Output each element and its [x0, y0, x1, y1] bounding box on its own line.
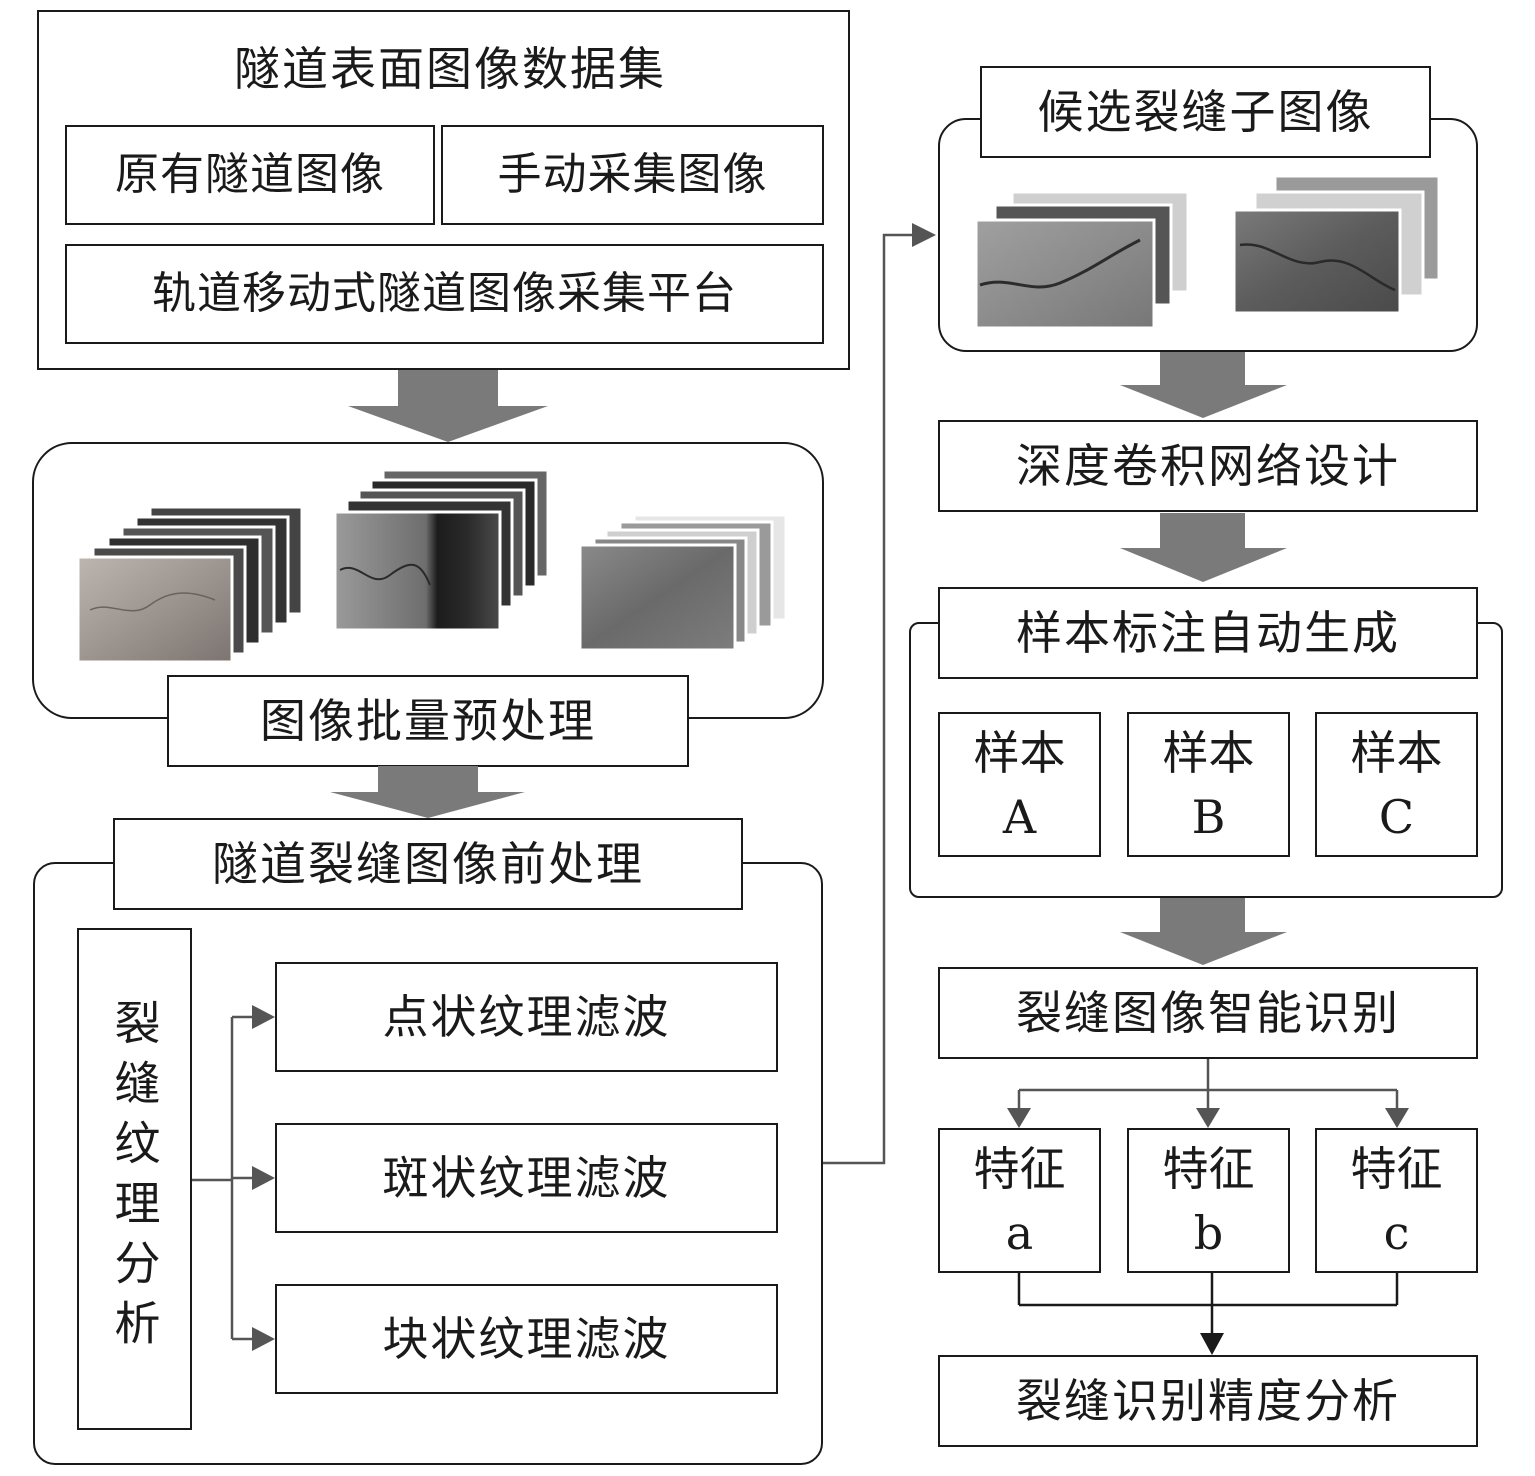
feature-c-box: 特征 c [1315, 1128, 1478, 1273]
arrowhead-feature-c [1385, 1108, 1409, 1128]
crack-thumbnail-2 [333, 510, 502, 632]
arrowhead-point-filter [252, 1005, 275, 1029]
arrowhead-feature-a [1007, 1108, 1031, 1128]
sample-b-word: 样本 [1162, 725, 1255, 780]
dataset-frame [37, 10, 850, 370]
accuracy-box: 裂缝识别精度分析 [938, 1355, 1478, 1447]
block-arrow-down-2 [330, 766, 525, 818]
sample-a-box: 样本 A [938, 712, 1101, 857]
texture-analysis-box: 裂缝纹理分析 [77, 928, 192, 1430]
spot-texture-filter: 斑状纹理滤波 [275, 1123, 778, 1233]
candidate-stack-2 [1232, 174, 1441, 315]
arrowhead-feature-b [1196, 1108, 1220, 1128]
batch-preprocess-label: 图像批量预处理 [167, 675, 689, 767]
manual-images-box: 手动采集图像 [441, 125, 824, 225]
block-arrow-down-5 [1120, 898, 1287, 965]
point-texture-filter: 点状纹理滤波 [275, 962, 778, 1072]
sample-c-box: 样本 C [1315, 712, 1478, 857]
feature-a-box: 特征 a [938, 1128, 1101, 1273]
feature-a-word: 特征 [973, 1141, 1066, 1196]
recognition-box: 裂缝图像智能识别 [938, 967, 1478, 1059]
feature-fanout [1017, 1059, 1399, 1110]
accuracy-arrowhead [1200, 1333, 1224, 1355]
block-texture-filter: 块状纹理滤波 [275, 1284, 778, 1394]
preprocess-to-candidate-line [823, 233, 912, 1165]
sample-c-id: C [1378, 789, 1415, 844]
candidate-title: 候选裂缝子图像 [980, 66, 1431, 158]
feature-arrowheads [1007, 1108, 1409, 1128]
feature-merge [1017, 1273, 1399, 1335]
cnn-design-box: 深度卷积网络设计 [938, 420, 1478, 512]
block-arrow-down-1 [348, 370, 548, 442]
feature-b-box: 特征 b [1127, 1128, 1290, 1273]
arrowhead-block-filter [252, 1327, 275, 1351]
feature-b-id: b [1193, 1205, 1224, 1260]
image-stack-3 [578, 513, 788, 652]
sample-a-word: 样本 [973, 725, 1066, 780]
sample-b-box: 样本 B [1127, 712, 1290, 857]
block-arrow-down-3 [1120, 352, 1287, 418]
original-images-box: 原有隧道图像 [65, 125, 435, 225]
sample-a-id: A [1002, 789, 1037, 844]
arrowhead-spot-filter [252, 1166, 275, 1190]
block-arrow-down-4 [1120, 513, 1287, 582]
candidate-thumbnail-1 [974, 218, 1156, 330]
candidate-stack-1 [974, 190, 1190, 330]
crack-thumbnail-3 [578, 543, 737, 652]
block-arrows [330, 352, 1287, 965]
sample-c-word: 样本 [1350, 725, 1443, 780]
image-stack-2 [333, 468, 550, 632]
feature-c-id: c [1383, 1205, 1410, 1260]
candidate-arrowhead [912, 223, 936, 247]
filter-arrowheads [252, 1005, 275, 1351]
feature-b-word: 特征 [1162, 1141, 1255, 1196]
feature-a-id: a [1005, 1205, 1034, 1260]
annotation-title: 样本标注自动生成 [938, 587, 1478, 679]
crack-thumbnail-1 [76, 555, 234, 664]
filter-connector [192, 1015, 252, 1341]
platform-box: 轨道移动式隧道图像采集平台 [65, 244, 824, 344]
dataset-title: 隧道表面图像数据集 [234, 42, 666, 96]
feature-c-word: 特征 [1350, 1141, 1443, 1196]
sample-b-id: B [1191, 789, 1226, 844]
image-stack-1 [76, 505, 304, 664]
preprocess-title: 隧道裂缝图像前处理 [113, 818, 743, 910]
